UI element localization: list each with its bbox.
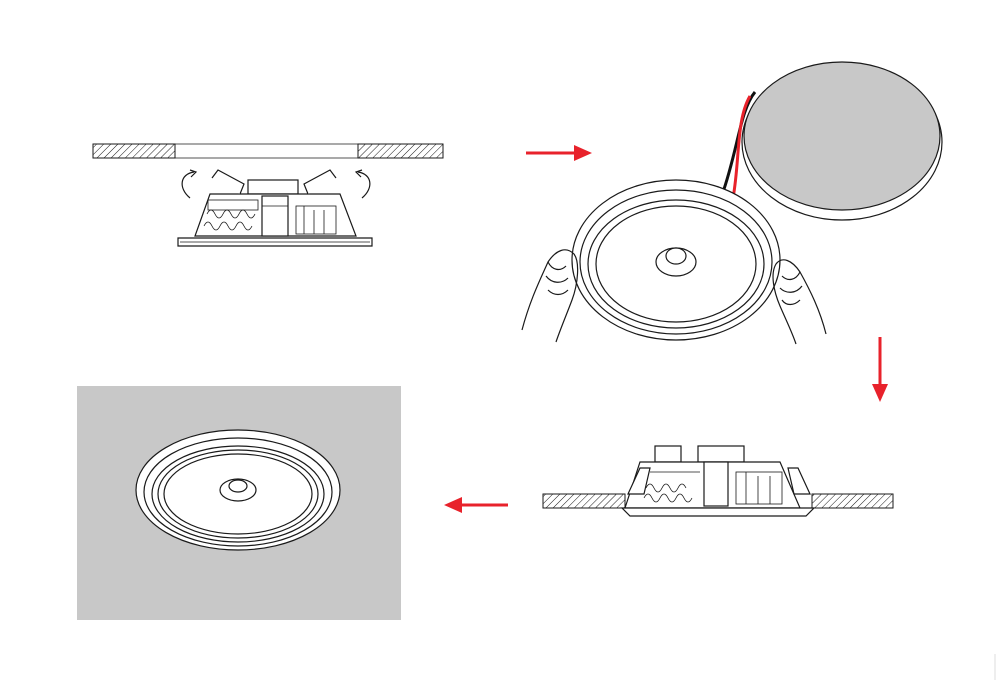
speaker-side-view: [620, 445, 816, 517]
wire-icon: [720, 91, 757, 199]
hand-icon: [521, 249, 579, 343]
clamp-rotate-arrow-icon: [354, 169, 371, 199]
arrow-step1-to-step2: [526, 145, 592, 161]
step-2-connect-wires: [521, 61, 943, 345]
hand-icon: [772, 259, 827, 345]
step-3-speaker-installed-side: [542, 445, 894, 517]
step-1-speaker-below-ceiling: [92, 143, 444, 247]
ceiling-board-section: [542, 493, 894, 509]
arrow-step3-to-step4: [444, 497, 508, 513]
ceiling-panel: [741, 61, 943, 221]
ceiling-board-section: [92, 143, 444, 159]
clamp-rotate-arrow-icon: [181, 169, 198, 199]
step-4-finished-ceiling-view: [77, 386, 401, 620]
speaker-perspective: [571, 179, 781, 341]
arrow-step2-to-step3: [872, 337, 888, 402]
speaker-front-view: [135, 429, 341, 551]
speaker-side-view: [177, 169, 373, 247]
